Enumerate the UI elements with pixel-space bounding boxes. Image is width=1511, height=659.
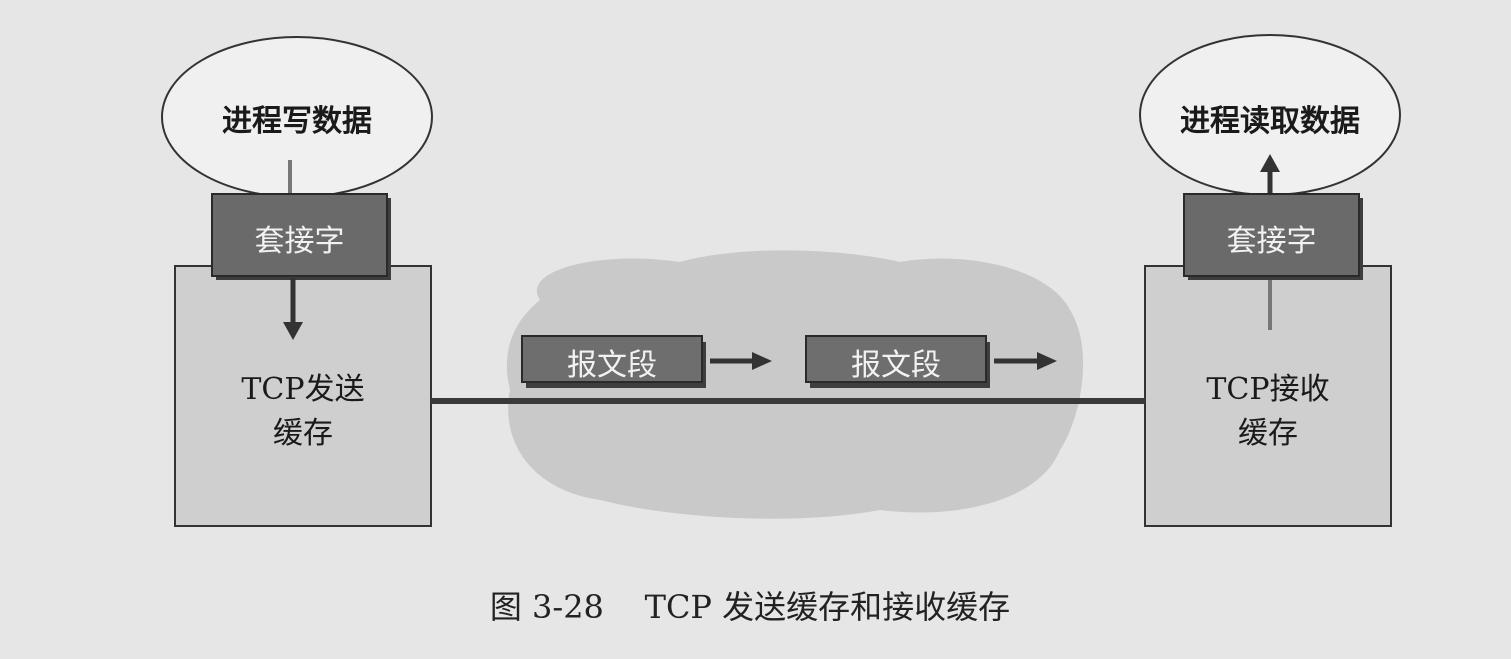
segment-2-box — [805, 335, 987, 383]
receiver-process-label: 进程读取数据 — [1180, 104, 1360, 139]
receiver-up-arrow-head — [1260, 154, 1280, 172]
sender-buffer-line2: 缓存 — [273, 416, 333, 451]
sender-down-arrow-head — [283, 322, 303, 340]
sender-process-label: 进程写数据 — [222, 104, 372, 139]
receiver-buffer-label: TCP接收 缓存 — [1145, 368, 1391, 456]
segment-1-label: 报文段 — [567, 348, 657, 383]
sender-buffer-box — [174, 265, 432, 527]
sender-buffer-line1: TCP发送 — [241, 372, 365, 407]
receiver-socket-label: 套接字 — [1226, 224, 1317, 259]
segment-2-arrow-head — [1037, 352, 1057, 370]
sender-buffer-label: TCP发送 缓存 — [175, 368, 431, 456]
segment-2-label: 报文段 — [851, 348, 941, 383]
segment-1-box — [521, 335, 703, 383]
segment-1-arrow-head — [752, 352, 772, 370]
sender-socket-box — [211, 193, 388, 277]
receiver-buffer-line2: 缓存 — [1238, 416, 1298, 451]
figure-caption: 图 3-28 TCP 发送缓存和接收缓存 — [489, 588, 1011, 626]
sender-socket-label: 套接字 — [254, 224, 345, 259]
network-cloud — [506, 250, 1084, 519]
receiver-socket-box — [1183, 193, 1360, 277]
receiver-buffer-line1: TCP接收 — [1206, 372, 1330, 407]
